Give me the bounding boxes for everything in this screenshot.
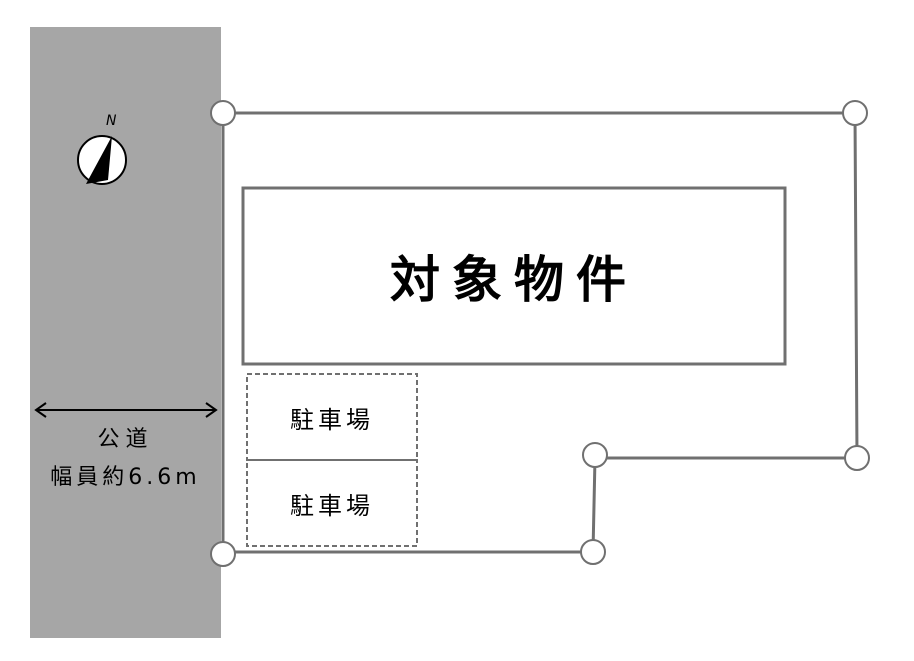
boundary-marker [842,100,868,126]
boundary-marker [844,445,870,471]
building-label: 対象物件 [390,251,638,309]
parking-label: 駐車場 [290,405,374,434]
road-name: 公道 [97,427,154,452]
road-width: 幅員約6.6m [50,465,201,490]
road-width-arrow [34,402,218,418]
north-letter: N [106,113,117,129]
boundary-marker [582,442,608,468]
public-road [30,27,221,638]
boundary-marker [210,100,236,126]
boundary-marker [580,539,606,565]
parking-label: 駐車場 [290,491,374,520]
north-arrow-icon [77,135,127,185]
parking-space-2 [246,459,418,547]
building-footprint [241,186,787,366]
boundary-marker [210,541,236,567]
